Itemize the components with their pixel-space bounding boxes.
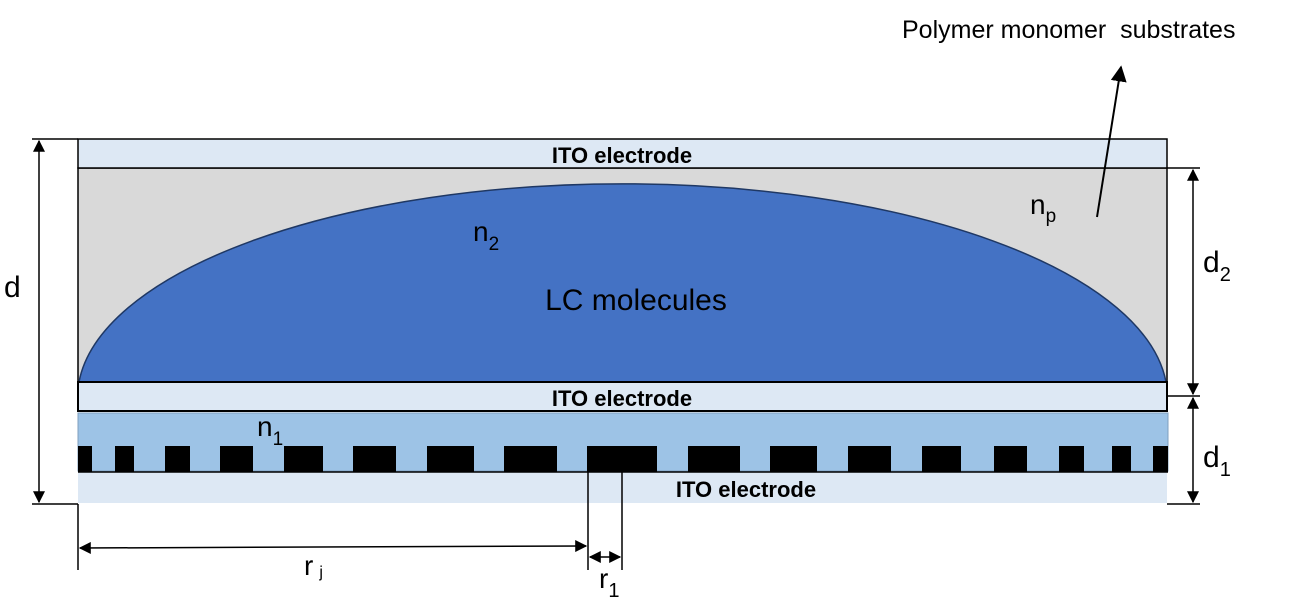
r1-label: r1 (599, 563, 619, 602)
dimension-r1 (588, 472, 623, 570)
fresnel-block (284, 446, 323, 472)
polymer-monomer-label: Polymer monomer substrates (902, 16, 1235, 44)
fresnel-block (220, 446, 253, 472)
dimension-d1 (1167, 396, 1200, 505)
fresnel-block (1059, 446, 1084, 472)
fresnel-block (504, 446, 557, 472)
fresnel-block (115, 446, 134, 472)
fresnel-block (78, 446, 92, 472)
ito-bottom-label: ITO electrode (676, 477, 816, 502)
fresnel-block (165, 446, 190, 472)
fresnel-block (587, 446, 657, 472)
ito-middle-label: ITO electrode (552, 386, 692, 411)
polymer-pointer-arrow (1096, 65, 1127, 218)
fresnel-blocks (78, 446, 1168, 472)
fresnel-block (922, 446, 961, 472)
d1-label: d1 (1203, 441, 1231, 481)
fresnel-block (1153, 446, 1168, 472)
d2-label: d2 (1203, 246, 1231, 286)
fresnel-block (353, 446, 396, 472)
d-label: d (4, 271, 21, 304)
np-label: np (1030, 189, 1056, 227)
lc-lens (78, 183, 1167, 383)
ito-electrode-top (77, 138, 1168, 169)
fresnel-block (688, 446, 740, 472)
fresnel-block (770, 446, 817, 472)
fresnel-block (848, 446, 891, 472)
fresnel-block (1112, 446, 1131, 472)
dimension-rj (78, 472, 589, 570)
n1-label: n1 (257, 411, 283, 450)
ito-electrode-middle (77, 381, 1168, 412)
lc-molecules-label: LC molecules (545, 284, 727, 317)
dimension-d2 (1167, 167, 1200, 397)
dimension-d (32, 138, 79, 570)
fresnel-block (427, 446, 474, 472)
fresnel-block (994, 446, 1027, 472)
n2-label: n2 (473, 216, 499, 255)
ito-top-label: ITO electrode (552, 143, 692, 168)
